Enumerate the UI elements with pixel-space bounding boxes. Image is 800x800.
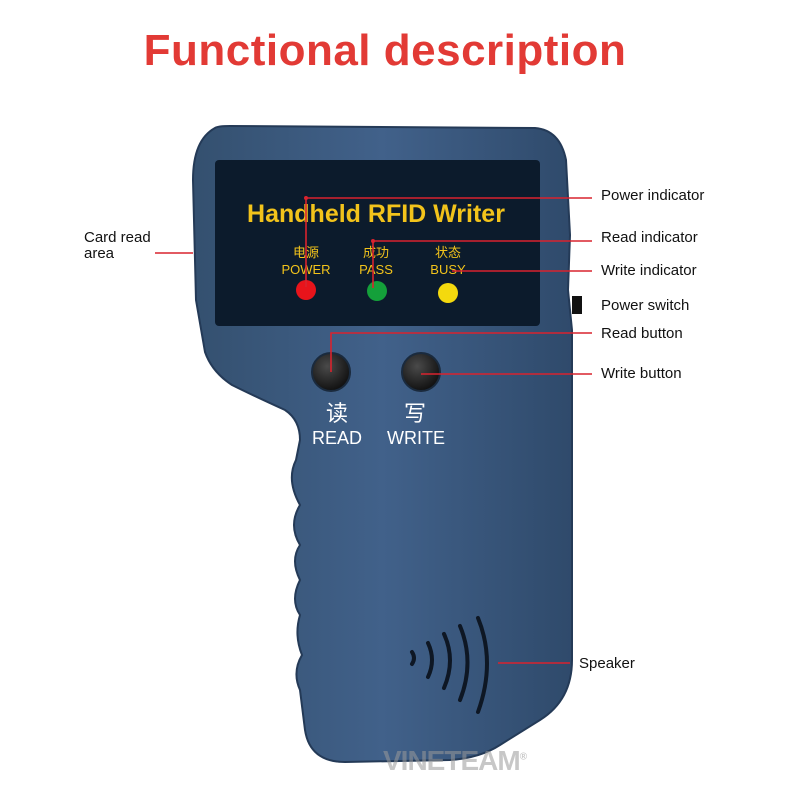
watermark-logo: VINETEAM® bbox=[383, 745, 527, 777]
write-button-cn-label: 写 bbox=[404, 402, 426, 427]
power-led-icon bbox=[296, 280, 316, 300]
display-panel bbox=[215, 160, 540, 326]
busy-led-icon bbox=[438, 283, 458, 303]
speaker-grille-icon bbox=[410, 616, 489, 714]
write-button[interactable] bbox=[401, 352, 441, 392]
callout-power-indicator: Power indicator bbox=[601, 187, 705, 204]
watermark-text: VINETEAM bbox=[383, 745, 521, 776]
callout-card-read-area-line2: area bbox=[84, 245, 115, 262]
panel-label: Handheld RFID Writer bbox=[247, 200, 505, 228]
power-switch[interactable] bbox=[572, 296, 582, 314]
callout-card-read-area: Card read area bbox=[84, 230, 151, 262]
busy-indicator-label: BUSY bbox=[430, 262, 466, 277]
watermark-registered-mark: ® bbox=[519, 751, 527, 763]
busy-indicator: 状态 BUSY bbox=[430, 246, 466, 303]
callout-speaker: Speaker bbox=[579, 655, 635, 672]
callout-card-read-area-line1: Card read bbox=[84, 229, 151, 246]
callout-power-switch: Power switch bbox=[601, 297, 690, 314]
pass-led-icon bbox=[367, 281, 387, 301]
read-button-cn-label: 读 bbox=[326, 402, 348, 427]
callout-write-button: Write button bbox=[601, 365, 682, 382]
busy-indicator-cn-label: 状态 bbox=[435, 246, 461, 261]
callout-read-button: Read button bbox=[601, 325, 683, 342]
page-title: Functional description bbox=[143, 26, 627, 75]
pass-indicator: 成功 PASS bbox=[359, 246, 393, 301]
callout-leaders bbox=[155, 197, 592, 664]
write-button-label: WRITE bbox=[387, 428, 445, 448]
callout-read-indicator: Read indicator bbox=[601, 229, 698, 246]
read-button-label: READ bbox=[312, 428, 362, 448]
callout-write-indicator: Write indicator bbox=[601, 262, 697, 279]
pass-indicator-cn-label: 成功 bbox=[363, 246, 389, 261]
pass-indicator-label: PASS bbox=[359, 262, 393, 277]
